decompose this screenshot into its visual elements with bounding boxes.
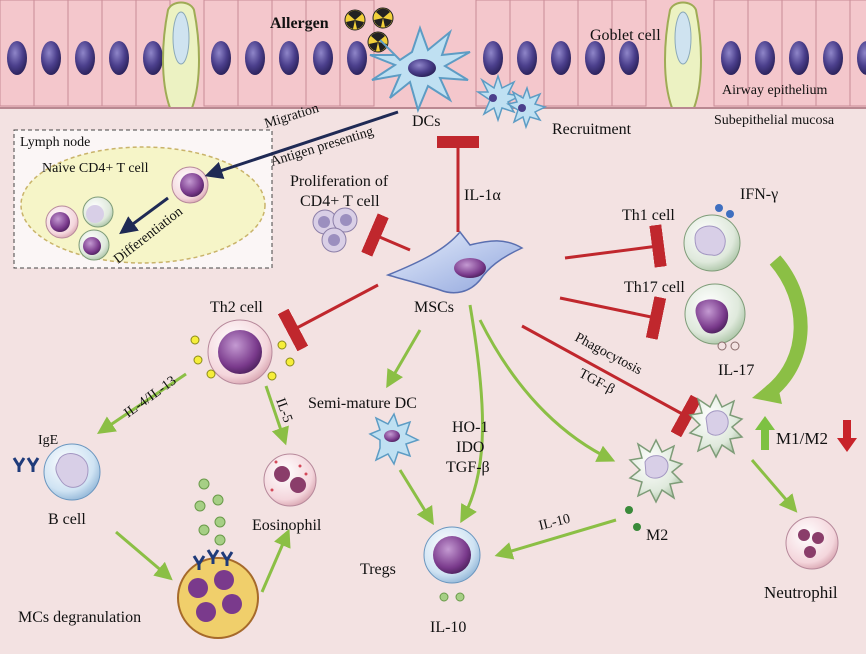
semi-mature-dc-cell xyxy=(368,412,420,466)
label-il10-mid: IL-10 xyxy=(537,512,572,534)
label-b-cell: B cell xyxy=(48,511,86,528)
label-m2: M2 xyxy=(646,527,668,544)
differentiated-t-cells xyxy=(45,196,114,261)
naive-cd4-t-cell xyxy=(171,166,209,204)
epithelial-cell-nucleus xyxy=(143,41,163,75)
cd4-t-cell-cluster xyxy=(312,207,358,253)
epithelial-cell-nucleus xyxy=(551,41,571,75)
label-il17: IL-17 xyxy=(718,362,754,379)
mast-cell xyxy=(177,478,259,639)
tregs-cell xyxy=(423,526,481,602)
label-eosinophil: Eosinophil xyxy=(252,517,322,534)
goblet-cell-left xyxy=(162,1,200,109)
label-m1-m2: M1/M2 xyxy=(776,429,828,448)
goblet-cell-right xyxy=(664,1,702,109)
label-il10-bottom: IL-10 xyxy=(430,619,466,636)
allergen-radiation-icon xyxy=(344,7,394,53)
m2-macrophage xyxy=(625,438,684,531)
label-tregs: Tregs xyxy=(360,561,396,578)
label-ige: IgE xyxy=(38,433,58,448)
curved-green-arrow-head xyxy=(752,378,782,404)
label-lymph-node: Lymph node xyxy=(20,135,90,150)
label-naive-cd4-t-cell: Naive CD4+ T cell xyxy=(42,161,149,176)
epithelial-cell-nucleus xyxy=(313,41,333,75)
eosinophil-cell xyxy=(263,453,317,507)
epithelial-cell-nucleus xyxy=(721,41,741,75)
label-mcs-degranulation: MCs degranulation xyxy=(18,609,141,626)
ige-antibody-icon xyxy=(12,457,40,472)
inhibition-lines xyxy=(277,136,702,438)
dendritic-cell xyxy=(369,24,548,130)
th1-cell xyxy=(683,204,741,272)
label-mscs: MSCs xyxy=(414,299,454,316)
label-ho1: HO-1 xyxy=(452,419,488,436)
label-ifn-gamma: IFN-γ xyxy=(740,186,778,203)
arrow-to-neutrophil xyxy=(750,459,798,513)
epithelial-cell-nucleus xyxy=(619,41,639,75)
label-airway-epithelium: Airway epithelium xyxy=(722,83,827,98)
m1-up-arrow xyxy=(755,416,775,450)
epithelial-cell-nucleus xyxy=(279,41,299,75)
promote-arrows xyxy=(97,304,617,593)
label-tgf-beta-mid: TGF-β xyxy=(446,459,490,476)
label-proliferation-line1: Proliferation of xyxy=(290,173,389,190)
label-il1a: IL-1α xyxy=(464,187,501,204)
epithelial-cell-nucleus xyxy=(857,41,866,75)
lymph-node-box xyxy=(13,129,273,269)
m2-down-arrow xyxy=(837,420,857,452)
epithelial-cell-nucleus xyxy=(585,41,605,75)
epithelial-cell-nucleus xyxy=(245,41,265,75)
epithelial-cell-nucleus xyxy=(483,41,503,75)
epithelial-cell-nucleus xyxy=(7,41,27,75)
epithelial-cell-nucleus xyxy=(755,41,775,75)
label-th2-cell: Th2 cell xyxy=(210,299,263,316)
epithelial-cell-nucleus xyxy=(41,41,61,75)
label-proliferation-line2: CD4+ T cell xyxy=(300,193,380,210)
epithelial-cell-nucleus xyxy=(75,41,95,75)
curved-green-arrow xyxy=(765,255,808,398)
epithelial-cell-nucleus xyxy=(517,41,537,75)
label-th17-cell: Th17 cell xyxy=(624,279,685,296)
label-th1-cell: Th1 cell xyxy=(622,207,675,224)
migration-arrow xyxy=(204,110,399,180)
epithelial-cell-nucleus xyxy=(789,41,809,75)
msc-cell xyxy=(385,230,524,294)
m1-macrophage xyxy=(688,393,744,459)
epithelial-cell-nucleus xyxy=(347,41,367,75)
epithelial-cell-nucleus xyxy=(109,41,129,75)
b-cell xyxy=(43,443,101,501)
label-neutrophil: Neutrophil xyxy=(764,583,838,602)
label-subepithelial-mucosa: Subepithelial mucosa xyxy=(714,113,835,128)
label-recruitment: Recruitment xyxy=(552,121,632,138)
label-allergen: Allergen xyxy=(270,15,329,32)
differentiation-arrow xyxy=(119,196,169,235)
label-dcs: DCs xyxy=(412,113,440,130)
epithelial-cell-nucleus xyxy=(211,41,231,75)
neutrophil-cell xyxy=(785,516,839,570)
label-semi-mature-dc: Semi-mature DC xyxy=(308,395,417,412)
epithelial-cell-nucleus xyxy=(823,41,843,75)
th2-cell xyxy=(190,319,295,385)
label-goblet-cell: Goblet cell xyxy=(590,27,661,44)
label-ido: IDO xyxy=(456,439,484,456)
th17-cell xyxy=(684,283,746,351)
